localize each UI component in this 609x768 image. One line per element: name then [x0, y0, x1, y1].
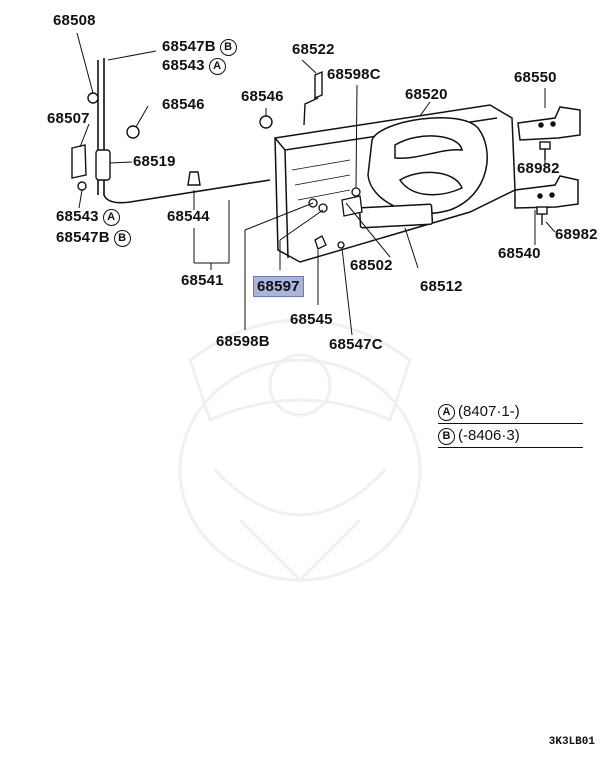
part-label-68512: 68512 — [420, 278, 463, 295]
reference-code: 3K3LB01 — [548, 736, 595, 748]
part-number: 68547B — [162, 38, 216, 55]
marker-b: B — [113, 230, 131, 247]
watermark-emblem — [178, 318, 422, 583]
part-label-68544: 68544 — [167, 208, 210, 225]
legend-row-a: A(8407·1-) — [438, 402, 583, 424]
part-label-68546-right: 68546 — [241, 88, 284, 105]
cap-68508 — [87, 92, 99, 104]
marker-a: A — [208, 58, 226, 75]
part-label-68597[interactable]: 68597 — [253, 276, 304, 297]
legend-marker-a: A — [438, 404, 455, 421]
part-label-68598b: 68598B — [216, 333, 270, 350]
latch-68507 — [71, 144, 87, 191]
clip-68519 — [95, 149, 111, 181]
legend-row-b: B(-8406·3) — [438, 426, 583, 448]
part-label-68546-left: 68546 — [162, 96, 205, 113]
part-number: 68543 — [56, 208, 99, 225]
hinge-68540 — [514, 175, 579, 209]
cable-rod — [97, 58, 271, 204]
leader-lines — [76, 32, 556, 336]
part-label-68541: 68541 — [181, 272, 224, 289]
grommet-68546 — [126, 115, 273, 139]
part-label-68508: 68508 — [53, 12, 96, 29]
legend-marker-b: B — [438, 428, 455, 445]
part-label-68540: 68540 — [498, 245, 541, 262]
part-label-68502: 68502 — [350, 257, 393, 274]
part-label-68982-bottom: 68982 — [555, 226, 598, 243]
bolt-68982 — [536, 141, 551, 225]
part-label-68598c: 68598C — [327, 66, 381, 83]
part-label-68520: 68520 — [405, 86, 448, 103]
bracket-68522 — [303, 70, 323, 126]
part-label-68522: 68522 — [292, 41, 335, 58]
highlighted-part-number[interactable]: 68597 — [253, 276, 304, 297]
part-number: 68543 — [162, 57, 205, 74]
hinge-68550 — [517, 106, 581, 141]
part-label-68545: 68545 — [290, 311, 333, 328]
tailgate-panel — [274, 104, 516, 263]
marker-b: B — [219, 39, 237, 56]
part-number: 68547B — [56, 229, 110, 246]
legend-range-b: (-8406·3) — [458, 427, 520, 444]
part-label-68982-top: 68982 — [517, 160, 560, 177]
part-label-68547c: 68547C — [329, 336, 383, 353]
part-label-68519: 68519 — [133, 153, 176, 170]
clip-68544 — [187, 171, 201, 186]
legend-range-a: (8407·1-) — [458, 403, 520, 420]
small-parts — [308, 187, 363, 250]
part-label-68550: 68550 — [514, 69, 557, 86]
marker-a: A — [102, 209, 120, 226]
part-label-68507: 68507 — [47, 110, 90, 127]
